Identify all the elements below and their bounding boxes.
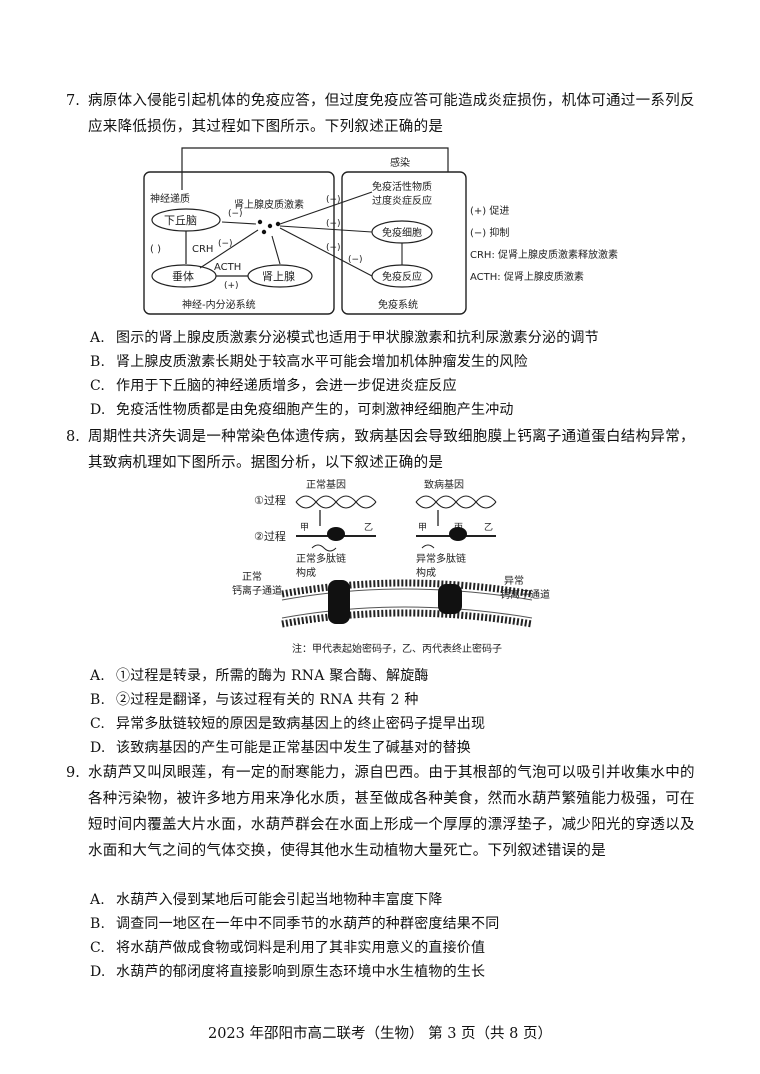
stop-codon-normal: 乙 bbox=[364, 522, 373, 533]
question-number: 9. bbox=[66, 765, 80, 781]
legend-acth: ACTH: 促肾上腺皮质激素 bbox=[470, 270, 584, 283]
minus-response: (−) bbox=[326, 243, 341, 253]
option-7a: A.图示的肾上腺皮质激素分泌模式也适用于甲状腺激素和抗利尿激素分泌的调节 bbox=[90, 330, 599, 346]
legend-crh: CRH: 促肾上腺皮质激素释放激素 bbox=[470, 248, 618, 261]
ribosome-normal bbox=[327, 527, 345, 541]
neuro-endocrine-box bbox=[143, 171, 335, 315]
active-substance-label: 免疫活性物质 bbox=[372, 180, 432, 193]
immune-cells-label: 免疫细胞 bbox=[382, 226, 422, 239]
minus-cells: (−) bbox=[326, 219, 341, 229]
immune-response-label: 免疫反应 bbox=[382, 270, 422, 283]
process-2-label: ②过程 bbox=[254, 530, 286, 543]
option-8c: C.异常多肽链较短的原因是致病基因上的终止密码子提早出现 bbox=[90, 716, 486, 732]
option-9b: B.调查同一地区在一年中不同季节的水葫芦的种群密度结果不同 bbox=[90, 916, 500, 932]
option-7d: D.免疫活性物质都是由免疫细胞产生的，可刺激神经细胞产生冲动 bbox=[90, 402, 514, 418]
codon-note: 注：甲代表起始密码子，乙、丙代表终止密码子 bbox=[292, 642, 502, 655]
normal-calcium-channel bbox=[328, 580, 350, 624]
normal-forms-label: 构成 bbox=[296, 566, 316, 579]
normal-channel-label-2: 钙离子通道 bbox=[232, 584, 282, 597]
pituitary-label: 垂体 bbox=[172, 269, 194, 283]
infection-label: 感染 bbox=[390, 156, 410, 169]
acth-label: ACTH bbox=[214, 262, 241, 273]
start-codon-normal: 甲 bbox=[300, 522, 309, 533]
question-stem: 周期性共济失调是一种常染色体遗传病，致病基因会导致细胞膜上钙离子通道蛋白结构异常… bbox=[88, 429, 695, 471]
immune-system-box bbox=[341, 171, 467, 315]
option-9a: A.水葫芦入侵到某地后可能会引起当地物种丰富度下降 bbox=[90, 892, 443, 908]
left-system-label: 神经-内分泌系统 bbox=[182, 298, 256, 311]
option-8b: B.②过程是翻译，与该过程有关的 RNA 共有 2 种 bbox=[90, 692, 419, 708]
neurotransmitter-label: 神经递质 bbox=[150, 192, 190, 205]
legend-minus: (−) 抑制 bbox=[470, 226, 509, 239]
option-7b: B.肾上腺皮质激素长期处于较高水平可能会增加机体肿瘤发生的风险 bbox=[90, 354, 528, 370]
ribosome-mutant bbox=[449, 527, 467, 541]
abnormal-peptide-label: 异常多肽链 bbox=[416, 552, 466, 565]
abnormal-channel-label-1: 异常 bbox=[504, 574, 524, 587]
question-9: 9. 水葫芦又叫凤眼莲，有一定的耐寒能力，源自巴西。由于其根部的气泡可以吸引并收… bbox=[66, 760, 706, 864]
page-footer: 2023 年邵阳市高二联考（生物） 第 3 页（共 8 页） bbox=[207, 1026, 552, 1042]
right-system-label: 免疫系统 bbox=[378, 298, 418, 311]
minus-pit: (−) bbox=[218, 239, 233, 249]
minus-active: (−) bbox=[326, 195, 341, 205]
process-1-label: ①过程 bbox=[254, 494, 286, 507]
normal-channel-label-1: 正常 bbox=[242, 570, 262, 583]
minus-hypo: (−) bbox=[228, 209, 243, 219]
option-9c: C.将水葫芦做成食物或饲料是利用了其非实用意义的直接价值 bbox=[90, 940, 486, 956]
plus-label: (+) bbox=[224, 281, 239, 291]
question-stem: 水葫芦又叫凤眼莲，有一定的耐寒能力，源自巴西。由于其根部的气泡可以吸引并收集水中… bbox=[88, 765, 695, 859]
option-9d: D.水葫芦的郁闭度将直接影响到原生态环境中水生植物的生长 bbox=[90, 964, 486, 980]
legend-plus: (+) 促进 bbox=[470, 204, 509, 217]
question-stem: 病原体入侵能引起机体的免疫应答，但过度免疫应答可能造成炎症损伤，机体可通过一系列… bbox=[88, 93, 695, 135]
normal-peptide-label: 正常多肽链 bbox=[296, 552, 346, 565]
option-7c: C.作用于下丘脑的神经递质增多，会进一步促进炎症反应 bbox=[90, 378, 457, 394]
option-8d: D.该致病基因的产生可能是正常基因中发生了碱基对的替换 bbox=[90, 740, 471, 756]
question-number: 7. bbox=[66, 93, 80, 109]
question-7: 7. 病原体入侵能引起机体的免疫应答，但过度免疫应答可能造成炎症损伤，机体可通过… bbox=[66, 88, 706, 140]
normal-gene-label: 正常基因 bbox=[306, 478, 346, 491]
crh-mark: ( ) bbox=[150, 244, 161, 255]
crh-label: CRH bbox=[192, 244, 213, 255]
gene-expression-diagram: ①过程 ②过程 正常基因 致病基因 甲 乙 甲 丙 乙 正常多肽链 异常多肽链 … bbox=[232, 478, 550, 655]
cortisol-label: 肾上腺皮质激素 bbox=[234, 198, 304, 211]
question-8: 8. 周期性共济失调是一种常染色体遗传病，致病基因会导致细胞膜上钙离子通道蛋白结… bbox=[66, 424, 706, 476]
stop-codon-yi: 乙 bbox=[484, 522, 493, 533]
question-number: 8. bbox=[66, 429, 80, 445]
mutant-gene-label: 致病基因 bbox=[424, 478, 464, 491]
option-8a: A.①过程是转录，所需的酶为 RNA 聚合酶、解旋酶 bbox=[90, 668, 429, 684]
hypothalamus-label: 下丘脑 bbox=[164, 214, 197, 227]
minus-extra: (−) bbox=[348, 255, 363, 265]
inflammation-label: 过度炎症反应 bbox=[372, 194, 432, 207]
adrenal-label: 肾上腺 bbox=[262, 269, 295, 283]
start-codon-mutant: 甲 bbox=[418, 522, 427, 533]
abnormal-forms-label: 构成 bbox=[416, 566, 436, 579]
immune-regulation-diagram: 神经递质 下丘脑 垂体 肾上腺 ( ) CRH ACTH (+) 肾上腺皮质激素… bbox=[143, 147, 618, 315]
abnormal-calcium-channel bbox=[438, 584, 462, 614]
